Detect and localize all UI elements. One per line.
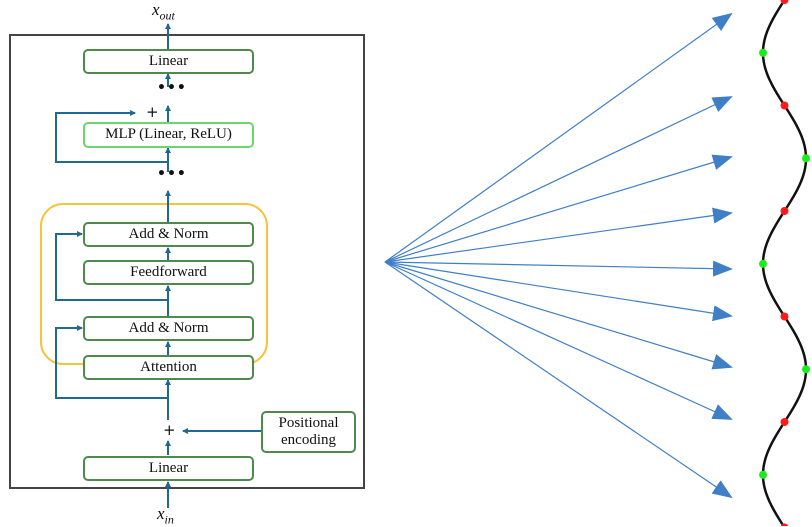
fan-arrow bbox=[384, 207, 733, 263]
feedforward-block: Feedforward bbox=[83, 260, 254, 285]
plus-mlp: + bbox=[146, 103, 159, 121]
fan-arrow bbox=[384, 261, 733, 499]
sine-curve bbox=[761, 0, 808, 526]
fan-arrow bbox=[384, 96, 733, 263]
plus-positional: + bbox=[163, 421, 176, 439]
x-in-base: x bbox=[157, 504, 165, 523]
red-point bbox=[780, 101, 789, 110]
connector-lines bbox=[55, 23, 262, 508]
fan-arrow bbox=[384, 12, 733, 263]
x-in-sub: in bbox=[164, 512, 174, 527]
red-point bbox=[780, 523, 789, 526]
red-point bbox=[780, 207, 789, 215]
fan-arrow bbox=[384, 261, 733, 370]
x-out-label: xout bbox=[152, 0, 175, 23]
ellipsis-middle: ••• bbox=[157, 166, 187, 182]
fan-arrow bbox=[384, 260, 733, 277]
add-norm-top-block: Add & Norm bbox=[83, 222, 254, 247]
attention-block: Attention bbox=[83, 355, 254, 380]
fan-arrow bbox=[384, 261, 733, 420]
red-point bbox=[780, 312, 789, 321]
model-frame bbox=[9, 34, 365, 489]
add-norm-bottom-block: Add & Norm bbox=[83, 316, 254, 341]
red-point bbox=[780, 418, 789, 426]
positional-encoding-block: Positional encoding bbox=[261, 411, 356, 453]
green-point bbox=[759, 48, 767, 57]
green-point bbox=[802, 365, 810, 374]
green-point bbox=[759, 259, 767, 268]
x-out-sub: out bbox=[159, 8, 175, 23]
red-point bbox=[780, 0, 789, 4]
fan-arrow bbox=[384, 154, 733, 263]
mlp-block: MLP (Linear, ReLU) bbox=[83, 122, 254, 148]
linear-bottom-block: Linear bbox=[83, 456, 254, 481]
green-point bbox=[802, 154, 810, 163]
linear-top-block: Linear bbox=[83, 49, 254, 74]
x-out-base: x bbox=[152, 0, 160, 19]
sine-curve-group bbox=[759, 0, 810, 526]
x-in-label: xin bbox=[157, 504, 174, 527]
ellipsis-top: ••• bbox=[157, 80, 187, 96]
fan-arrows bbox=[384, 12, 733, 499]
fan-arrow bbox=[384, 261, 733, 322]
green-point bbox=[759, 470, 767, 479]
